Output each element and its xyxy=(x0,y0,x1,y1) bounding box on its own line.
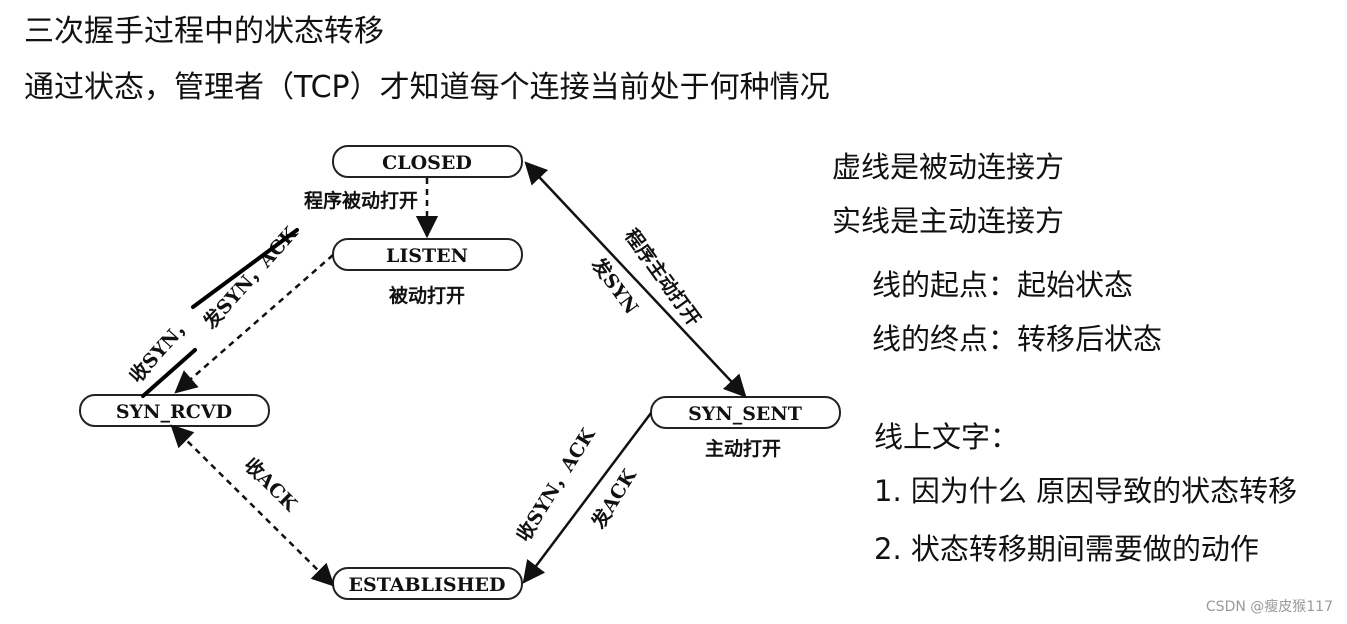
edge-listen-to-synrcvd xyxy=(174,254,334,394)
edge-closed-to-synsent xyxy=(524,161,747,398)
label-closed-to-synsent-2: 发SYN xyxy=(586,253,643,319)
state-syn-rcvd-label: SYN_RCVD xyxy=(116,401,232,423)
label-closed-to-listen: 程序被动打开 xyxy=(304,189,418,212)
state-syn-sent: SYN_SENT xyxy=(650,396,841,429)
label-synrcvd-to-established: 收ACK xyxy=(239,453,303,517)
listen-caption: 被动打开 xyxy=(389,284,465,307)
state-listen-label: LISTEN xyxy=(386,245,468,267)
state-closed-label: CLOSED xyxy=(382,152,472,174)
label-listen-to-synrcvd-recv: 收SYN， xyxy=(125,311,197,388)
state-established: ESTABLISHED xyxy=(332,567,523,600)
state-listen: LISTEN xyxy=(332,238,523,271)
page-subtitle: 通过状态，管理者（TCP）才知道每个连接当前处于何种情况 xyxy=(24,70,830,105)
edge-synsent-to-established xyxy=(522,412,652,584)
edge-synrcvd-to-established xyxy=(170,424,335,587)
state-listen-box xyxy=(332,238,523,271)
syn-sent-caption: 主动打开 xyxy=(705,437,781,460)
annotation-stroke-top xyxy=(191,228,299,309)
state-closed-box xyxy=(332,145,523,178)
watermark: CSDN @瘦皮猴117 xyxy=(1205,599,1333,615)
annotation-stroke-bottom xyxy=(141,348,197,398)
state-syn-rcvd: SYN_RCVD xyxy=(79,394,270,427)
state-syn-sent-label: SYN_SENT xyxy=(688,403,802,425)
state-closed: CLOSED xyxy=(332,145,523,178)
label-synsent-to-established-recv: 收SYN，ACK xyxy=(512,423,601,546)
label-synsent-to-established-send: 发ACK xyxy=(586,464,641,534)
state-established-label: ESTABLISHED xyxy=(349,574,506,596)
page-title: 三次握手过程中的状态转移 xyxy=(24,14,384,49)
